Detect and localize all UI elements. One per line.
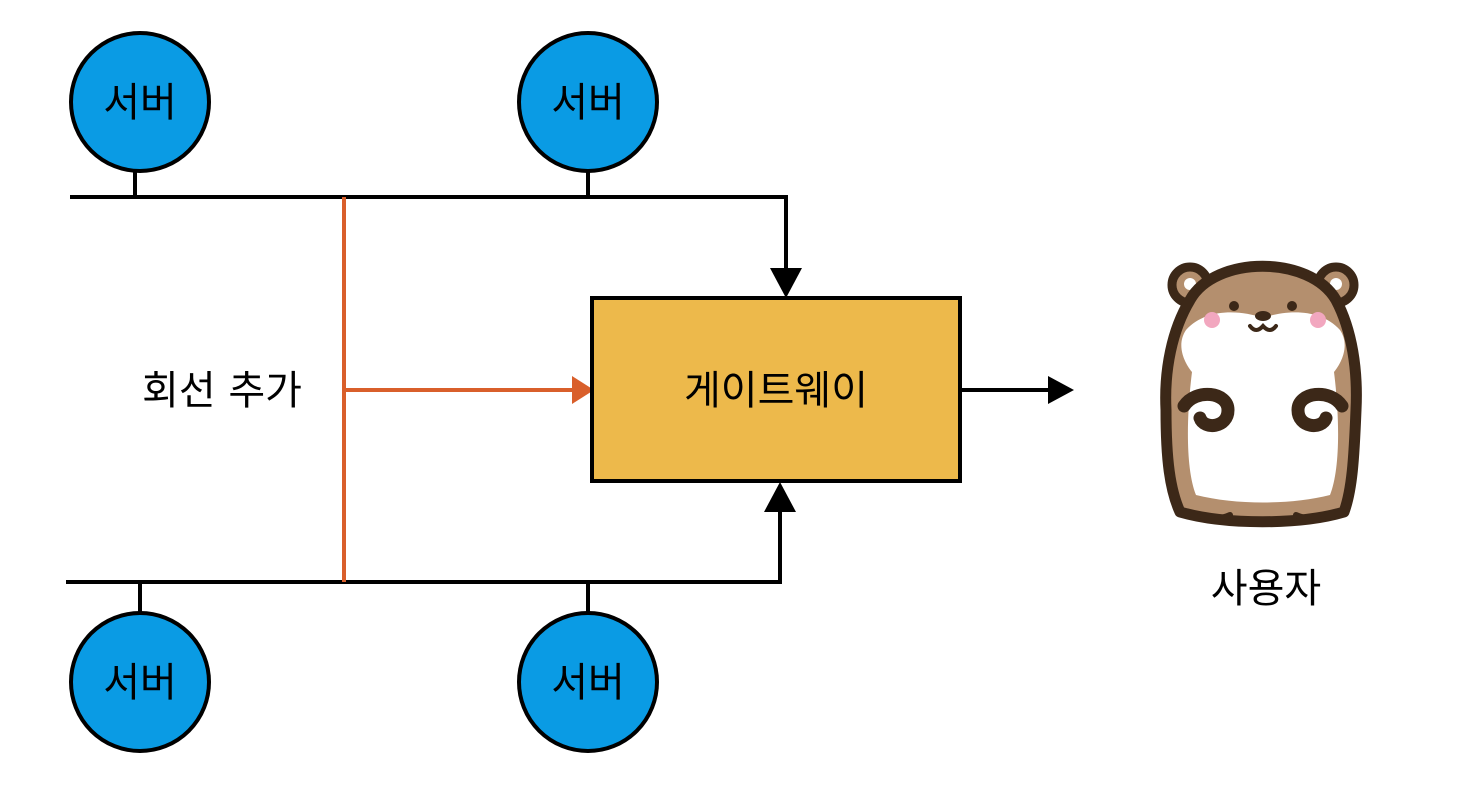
server-label: 서버 bbox=[103, 80, 177, 126]
server-label: 서버 bbox=[551, 80, 625, 126]
top-to-gateway-arrow bbox=[770, 195, 802, 298]
top-bus-line bbox=[70, 170, 786, 199]
bottom-to-gateway-arrow bbox=[764, 482, 796, 584]
otter-mascot-icon bbox=[1160, 260, 1362, 528]
added-line-label: 회선 추가 bbox=[142, 368, 302, 414]
gateway-box bbox=[590, 296, 962, 483]
server-label: 서버 bbox=[551, 660, 625, 706]
server-node: 서버 bbox=[69, 31, 211, 173]
user-label: 사용자 bbox=[1211, 566, 1321, 612]
server-node: 서버 bbox=[69, 611, 211, 753]
server-node: 서버 bbox=[517, 611, 659, 753]
bottom-bus-line bbox=[66, 580, 780, 612]
added-line-connector bbox=[342, 197, 594, 582]
gateway-to-user-arrow bbox=[960, 376, 1074, 404]
server-label: 서버 bbox=[103, 660, 177, 706]
server-node: 서버 bbox=[517, 31, 659, 173]
gateway-label: 게이트웨이 bbox=[684, 368, 868, 414]
